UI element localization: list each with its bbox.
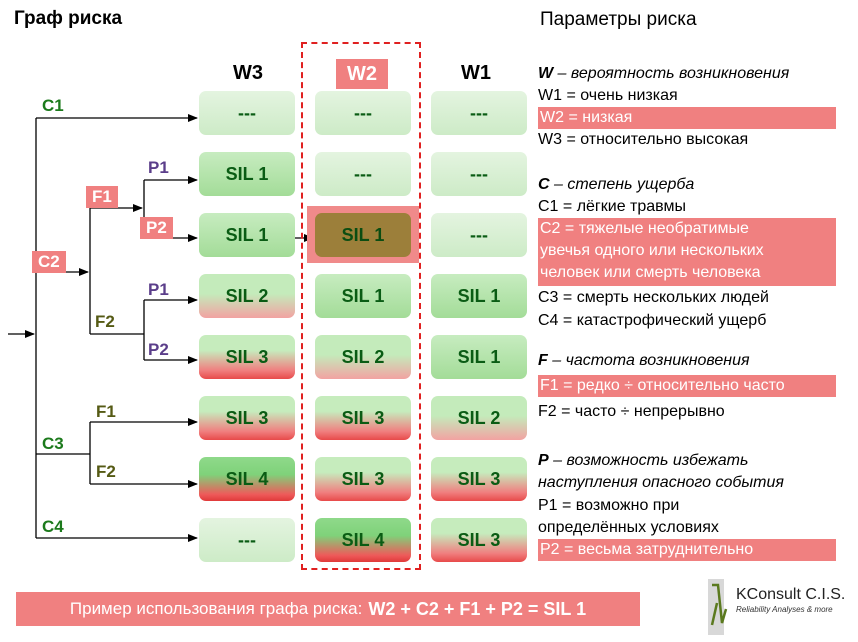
sil-cell: SIL 3 [315, 457, 411, 501]
node-c4: C4 [42, 517, 64, 536]
sil-cell: SIL 3 [199, 335, 295, 379]
node-p1-f2: P1 [148, 280, 169, 299]
param-c3: C3 = смерть нескольких людей [538, 289, 769, 306]
node-c3: C3 [42, 434, 64, 453]
column-w3: W3 [233, 62, 263, 84]
sil-cell: --- [431, 152, 527, 196]
node-f1: F1 [86, 186, 118, 208]
logo-tagline: Reliability Analyses & more [736, 605, 833, 614]
sil-cell: --- [315, 91, 411, 135]
param-p-heading: P – возможность избежать наступления опа… [538, 452, 784, 491]
node-f1-c3: F1 [96, 402, 116, 421]
parameters-title: Параметры риска [540, 9, 697, 30]
param-c4: C4 = катастрофический ущерб [538, 312, 767, 329]
logo-name: KConsult C.I.S. [736, 586, 846, 603]
node-p1: P1 [148, 158, 169, 177]
sil-cell: SIL 2 [199, 274, 295, 318]
example-text: Пример использования графа риска: [69, 599, 363, 618]
example-formula: W2 + C2 + F1 + P2 = SIL 1 [368, 598, 587, 619]
sil-cell: SIL 3 [431, 457, 527, 501]
param-c-heading: C – степень ущерба [538, 176, 695, 193]
sil-cell: SIL 1 [431, 335, 527, 379]
w2-selection-frame [301, 42, 421, 570]
param-w3: W3 = относительно высокая [538, 131, 749, 148]
param-f1: F1 = редко ÷ относительно часто [538, 375, 836, 397]
sil-cell: --- [431, 91, 527, 135]
node-f2-c3: F2 [96, 462, 116, 481]
sil-cell: SIL 1 [199, 152, 295, 196]
sil-cell-selected: SIL 1 [315, 213, 411, 257]
column-w2: W2 [336, 59, 388, 89]
sil-cell: SIL 1 [431, 274, 527, 318]
column-w1: W1 [461, 62, 491, 84]
node-c2: C2 [32, 251, 66, 273]
param-p2: P2 = весьма затруднительно [538, 539, 836, 561]
example-banner: Пример использования графа риска: W2 + C… [16, 592, 640, 626]
param-w2: W2 = низкая [538, 107, 836, 129]
sil-cell: SIL 1 [315, 274, 411, 318]
sil-cell: --- [199, 518, 295, 562]
sil-cell: SIL 2 [315, 335, 411, 379]
param-p1: P1 = возможно при определённых условиях [538, 497, 719, 536]
node-c1: C1 [42, 96, 64, 115]
sil-cell: SIL 4 [199, 457, 295, 501]
param-w-heading: W – вероятность возникновения [538, 65, 790, 82]
sil-cell: SIL 4 [315, 518, 411, 562]
node-f2: F2 [95, 312, 115, 331]
sil-cell: --- [431, 213, 527, 257]
sil-cell: SIL 1 [199, 213, 295, 257]
sil-cell: SIL 2 [431, 396, 527, 440]
kconsult-logo-icon [708, 579, 728, 635]
param-w1: W1 = очень низкая [538, 87, 678, 104]
sil-cell: SIL 3 [315, 396, 411, 440]
param-f-heading: F – частота возникновения [538, 352, 750, 369]
node-p2: P2 [140, 217, 173, 239]
page-title: Граф риска [14, 8, 123, 29]
param-f2: F2 = часто ÷ непрерывно [538, 403, 725, 420]
param-c1: C1 = лёгкие травмы [538, 198, 686, 215]
sil-cell: SIL 3 [431, 518, 527, 562]
node-p2-f2: P2 [148, 340, 169, 359]
sil-cell: --- [199, 91, 295, 135]
param-c2: C2 = тяжелые необратимые увечья одного и… [538, 218, 836, 286]
sil-cell: --- [315, 152, 411, 196]
sil-cell: SIL 3 [199, 396, 295, 440]
